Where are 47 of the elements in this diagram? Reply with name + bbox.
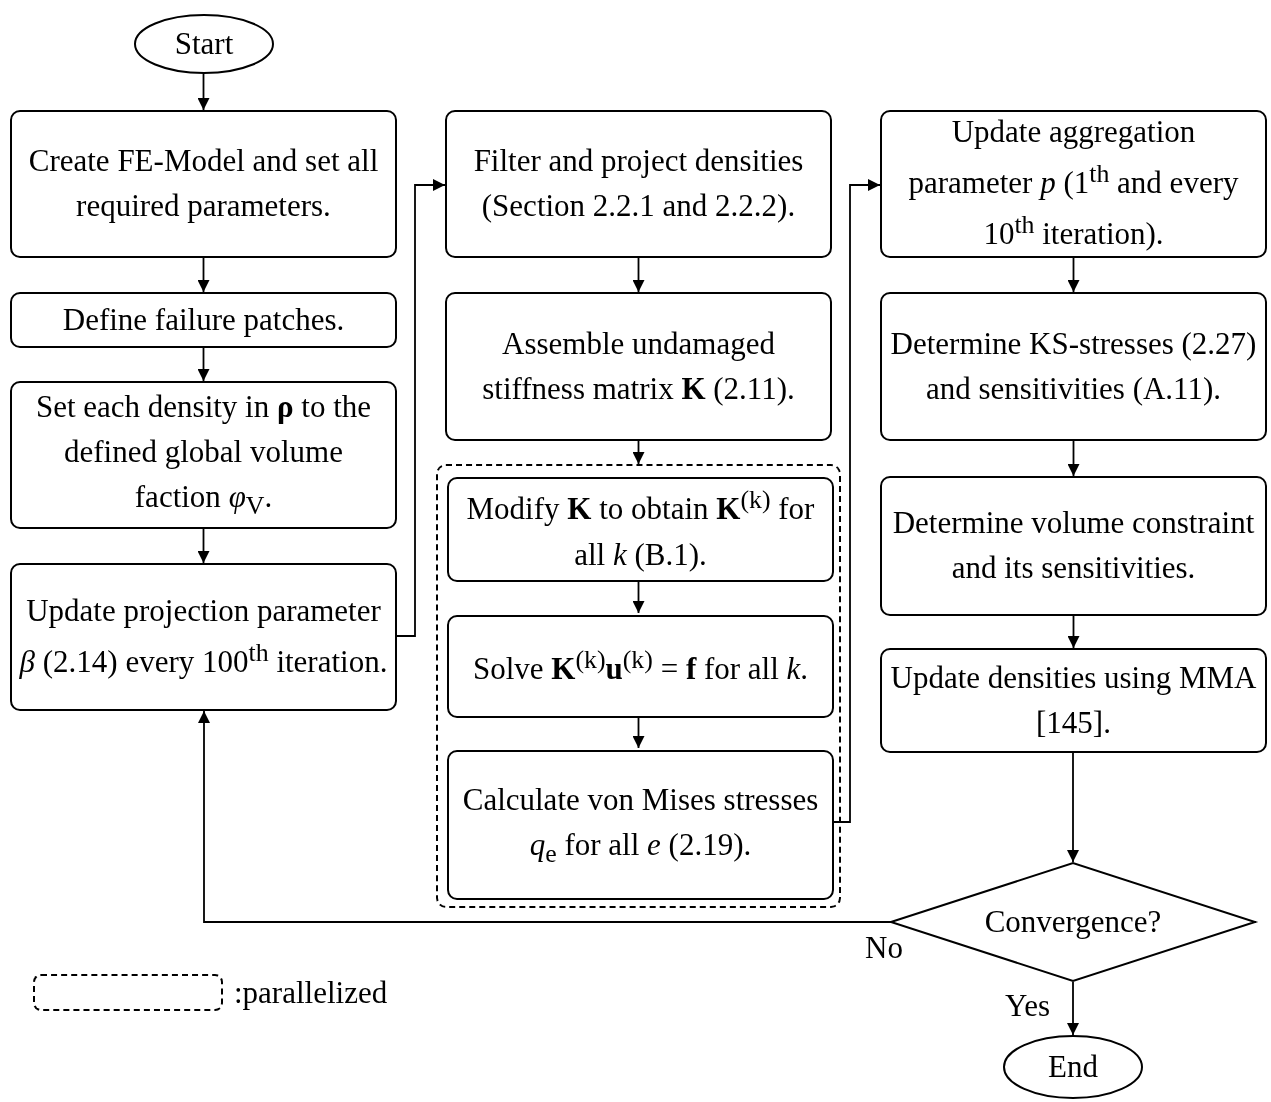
edge-label: No (865, 930, 903, 966)
step-text: End (1047, 1047, 1099, 1086)
step-text: Create FE-Model and set all required parameters. (27, 142, 380, 225)
process-box (445, 292, 832, 441)
arrow (1067, 440, 1080, 477)
process-box (447, 615, 834, 718)
process-box (10, 563, 397, 711)
parallel-group-frame (436, 464, 841, 908)
step-text: Solve K$^{(k)}$u$^{(k)}$ = f for all k. (471, 643, 810, 689)
arrow (197, 347, 210, 382)
process-box (447, 750, 834, 900)
process-box (880, 292, 1267, 441)
step-text: Filter and project densities (Section 2.2.1 and 2.2.2). (472, 142, 805, 225)
process-box (445, 110, 832, 258)
step-text: Modify K to obtain K$^{(k)}$ for all k (B.1). (465, 484, 816, 574)
step-text: Update densities using MMA [145]. (889, 658, 1258, 742)
arrow (632, 715, 645, 749)
step-text: Start (173, 24, 235, 63)
arrow (197, 73, 210, 111)
step-text: Define failure patches. (61, 300, 346, 339)
arrow (1067, 615, 1080, 649)
edge-label: Yes (1005, 988, 1051, 1024)
step-text: Set each density in ρ to the defined global volume faction φ$_{V}$. (34, 388, 373, 523)
process-box (10, 292, 397, 348)
process-box (880, 648, 1267, 753)
legend-item: :parallelized (33, 974, 388, 1011)
step-text: Assemble undamaged stiffness matrix K (2.11). (481, 324, 796, 408)
process-box (10, 381, 397, 529)
step-text: Convergence? (983, 902, 1163, 941)
step-text: Calculate von Mises stresses q$_{e}$ for all e (2.19). (461, 780, 820, 870)
arrow (1067, 981, 1079, 1036)
arrow (632, 257, 645, 293)
step-text: Determine KS-stresses (2.27) and sensitivities (A.11). (889, 324, 1258, 408)
step-text: Update aggregation parameter p (1$^{th}$ and every 10$^{th}$ iteration). (907, 113, 1240, 254)
arrow (1067, 257, 1080, 293)
arrow (197, 528, 210, 564)
arrow (632, 579, 645, 614)
process-box (10, 110, 397, 258)
arrow (396, 179, 446, 637)
arrow (1067, 752, 1079, 863)
arrow (197, 257, 210, 293)
step-text: Determine volume constraint and its sensitivities. (891, 504, 1256, 587)
process-box (880, 476, 1267, 616)
arrow (632, 440, 645, 465)
step-text: Update projection parameter β (2.14) every 100$^{th}$ iteration. (18, 591, 389, 682)
process-box (880, 110, 1267, 258)
process-box (447, 477, 834, 582)
